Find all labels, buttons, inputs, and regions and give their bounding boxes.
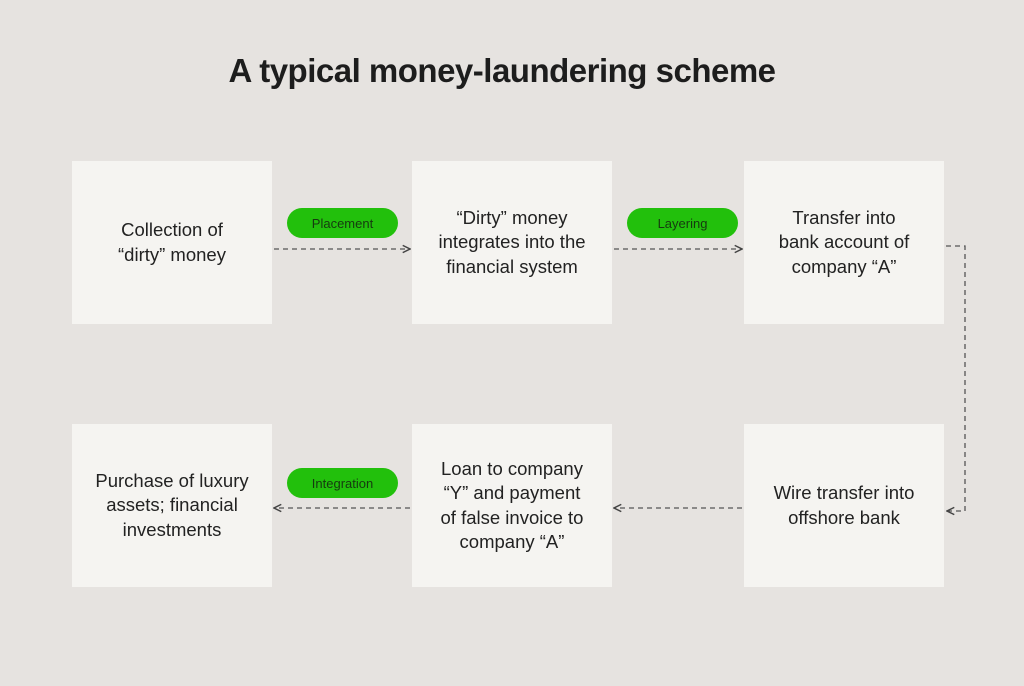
node-wire-transfer-offshore: Wire transfer into offshore bank xyxy=(744,424,944,587)
diagram-title: A typical money-laundering scheme xyxy=(228,52,776,89)
node-label: Collection of “dirty” money xyxy=(118,219,226,265)
node-collection-dirty-money: Collection of “dirty” money xyxy=(72,161,272,324)
node-label: Wire transfer into offshore bank xyxy=(773,482,915,528)
node-label: Loan to company “Y” and payment of false… xyxy=(440,457,584,553)
stage-pill-placement: Placement xyxy=(287,208,398,238)
stage-pill-integration: Integration xyxy=(287,468,398,498)
arrow-n3-n4 xyxy=(946,245,966,511)
node-label: Transfer into bank account of company “A… xyxy=(778,206,910,277)
stage-pill-layering: Layering xyxy=(627,208,738,238)
node-label: “Dirty” money integrates into the financ… xyxy=(438,206,586,277)
node-loan-company-y: Loan to company “Y” and payment of false… xyxy=(412,424,612,587)
node-transfer-company-a: Transfer into bank account of company “A… xyxy=(744,161,944,324)
node-label: Purchase of luxury assets; financial inv… xyxy=(95,469,249,540)
node-purchase-luxury-assets: Purchase of luxury assets; financial inv… xyxy=(72,424,272,587)
node-integrates-financial-system: “Dirty” money integrates into the financ… xyxy=(412,161,612,324)
